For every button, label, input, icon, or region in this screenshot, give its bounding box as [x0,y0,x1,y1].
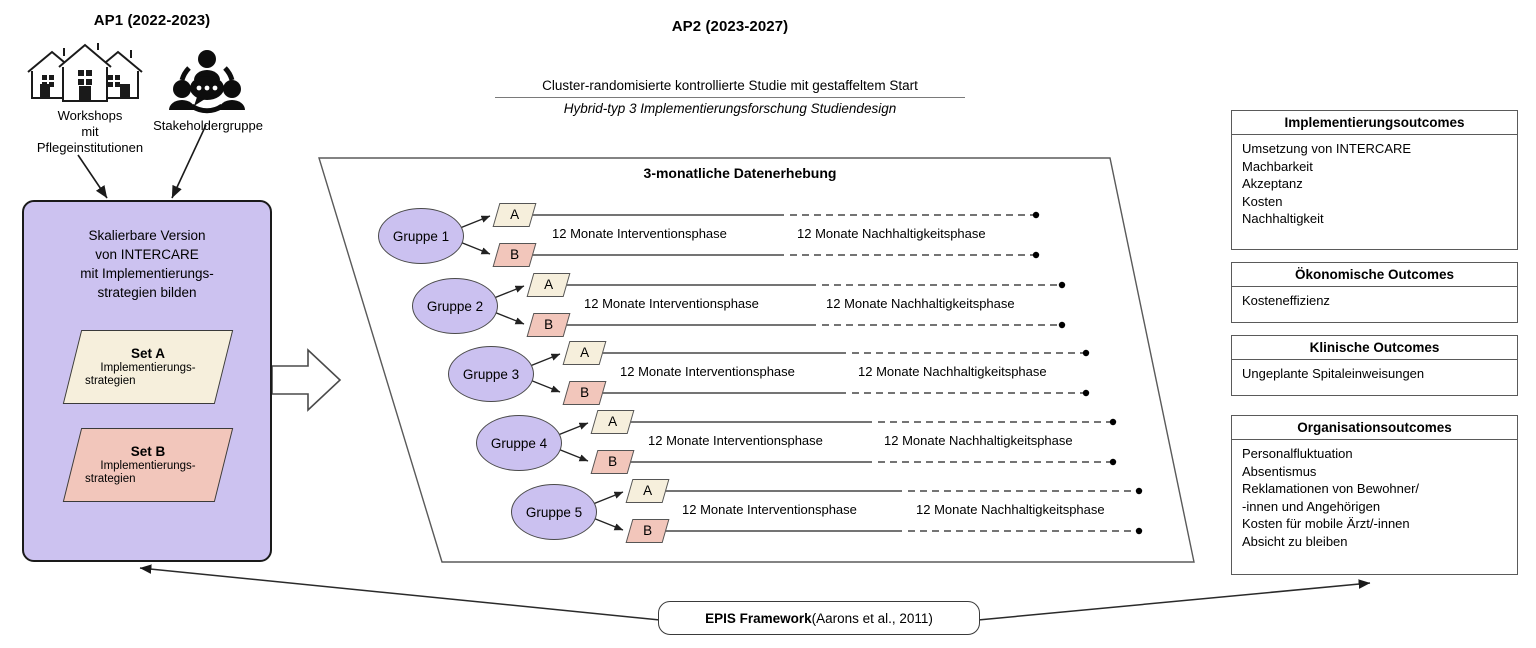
group-ellipse-2[interactable]: Gruppe 2 [412,278,498,334]
ap2-subtitle-hybrid: Hybrid-typ 3 Implementierungsforschung S… [563,101,897,116]
epis-framework-pill[interactable]: EPIS Framework (Aarons et al., 2011) [658,601,980,635]
ap1-title: AP1 (2022-2023) [93,12,211,29]
sustainability-phase-label-5: 12 Monate Nachhaltigkeitsphase [916,502,1105,517]
arm-a-label-1: A [509,207,519,223]
data-collection-title: 3-monatliche Datenerhebung [643,165,837,181]
group-ellipse-4[interactable]: Gruppe 4 [476,415,562,471]
scalable-intercare-text: Skalierbare Version von INTERCARE mit Im… [24,202,270,302]
group-label-2: Gruppe 2 [426,298,484,314]
subtitle-divider [495,97,965,98]
outcome-item: Ungeplante Spitaleinweisungen [1242,366,1425,381]
outcome-item: Absicht zu bleiben [1242,533,1348,549]
outcome-item: Umsetzung von INTERCARE [1242,141,1412,156]
sustainability-phase-label-4: 12 Monate Nachhaltigkeitsphase [884,433,1073,448]
arm-b-label-3: B [579,385,589,401]
outcome-box-organisation[interactable]: Organisationsoutcomes Personalfluktuatio… [1231,415,1518,575]
workshops-label-line-1: Workshops [57,108,123,123]
arm-b-marker-5[interactable]: B [625,519,670,543]
outcome-heading-organisation: Organisationsoutcomes [1232,416,1517,440]
outcome-item: Kosteneffizienz [1242,293,1330,308]
intervention-phase-label-3: 12 Monate Interventionsphase [620,364,795,379]
arm-b-marker-3[interactable]: B [562,381,607,405]
group-ellipse-1[interactable]: Gruppe 1 [378,208,464,264]
outcome-item: Akzeptanz [1242,176,1303,191]
arm-a-marker-2[interactable]: A [526,273,571,297]
group-ellipse-3[interactable]: Gruppe 3 [448,346,534,402]
outcome-box-economic[interactable]: Ökonomische Outcomes Kosteneffizienz [1231,262,1518,323]
outcome-heading-economic: Ökonomische Outcomes [1232,263,1517,287]
group-label-3: Gruppe 3 [462,366,520,382]
intervention-phase-label-5: 12 Monate Interventionsphase [682,502,857,517]
sustainability-phase-label-2: 12 Monate Nachhaltigkeitsphase [826,296,1015,311]
box-line-1: Skalierbare Version [88,228,206,243]
arm-a-label-4: A [607,414,617,430]
set-b-title: Set B [130,444,166,459]
arm-a-marker-5[interactable]: A [625,479,670,503]
outcome-list-clinical: Ungeplante Spitaleinweisungen [1232,360,1517,388]
outcome-item: Reklamationen von Bewohner/ [1242,481,1420,496]
flow-arrow-right [271,348,342,412]
arm-b-label-2: B [543,317,553,333]
outcome-item: Absentismus [1242,463,1317,479]
ap2-title: AP2 (2023-2027) [671,18,789,35]
set-a-title: Set A [130,346,165,361]
outcome-item: -innen und Angehörigen [1242,498,1381,514]
intervention-phase-label-1: 12 Monate Interventionsphase [552,226,727,241]
set-b-sub-1: Implementierungs- [100,460,196,472]
ap2-subtitle-design: Cluster-randomisierte kontrollierte Stud… [542,78,918,93]
outcome-box-clinical[interactable]: Klinische Outcomes Ungeplante Spitaleinw… [1231,335,1518,396]
arm-b-label-4: B [607,454,617,470]
stakeholder-group-icon [169,50,245,114]
box-line-2: von INTERCARE [95,247,199,262]
box-line-3: mit Implementierungs- [80,266,214,281]
workshops-label-line-3: Pflegeinstitutionen [36,140,144,155]
set-b-parallelogram[interactable]: Set B Implementierungs- strategien [62,428,234,502]
sustainability-phase-label-1: 12 Monate Nachhaltigkeitsphase [797,226,986,241]
outcome-item: Personalfluktuation [1242,446,1353,461]
houses-icon-details [40,70,130,101]
outcome-item: Kosten für mobile Ärzt/-innen [1242,516,1410,531]
arm-a-marker-3[interactable]: A [562,341,607,365]
outcome-list-economic: Kosteneffizienz [1232,287,1517,315]
set-a-parallelogram[interactable]: Set A Implementierungs- strategien [62,330,234,404]
outcome-heading-implementation: Implementierungsoutcomes [1232,111,1517,135]
arm-a-label-3: A [579,345,589,361]
intervention-phase-label-2: 12 Monate Interventionsphase [584,296,759,311]
intervention-phase-label-4: 12 Monate Interventionsphase [648,433,823,448]
arm-b-label-1: B [509,247,519,263]
outcome-item: Nachhaltigkeit [1242,211,1324,226]
outcome-item: Kosten [1242,193,1283,209]
group-label-4: Gruppe 4 [490,435,548,451]
group-label-5: Gruppe 5 [525,504,583,520]
group-label-1: Gruppe 1 [392,228,450,244]
outcome-list-implementation: Umsetzung von INTERCARE Machbarkeit Akze… [1232,135,1517,233]
group-ellipse-5[interactable]: Gruppe 5 [511,484,597,540]
outcome-item: Machbarkeit [1242,158,1313,174]
arm-b-marker-4[interactable]: B [590,450,635,474]
set-b-sub-2: strategien [85,473,136,485]
outcome-list-organisation: Personalfluktuation Absentismus Reklamat… [1232,440,1517,555]
arm-a-label-2: A [543,277,553,293]
outcome-box-implementation[interactable]: Implementierungsoutcomes Umsetzung von I… [1231,110,1518,250]
set-a-sub-2: strategien [85,375,136,387]
workshops-label-line-2: mit [81,124,99,139]
epis-framework-bold: EPIS Framework [705,610,812,626]
set-a-sub-1: Implementierungs- [100,362,196,374]
epis-framework-citation: (Aarons et al., 2011) [811,610,933,626]
stakeholder-label: Stakeholdergruppe [153,118,263,133]
outcome-heading-clinical: Klinische Outcomes [1232,336,1517,360]
arm-b-label-5: B [642,523,652,539]
arm-a-marker-1[interactable]: A [492,203,537,227]
arm-b-marker-2[interactable]: B [526,313,571,337]
arm-a-label-5: A [642,483,652,499]
workshops-label: Workshops mit Pflegeinstitutionen [10,108,170,156]
box-line-4: strategien bilden [97,285,197,300]
scalable-intercare-box[interactable]: Skalierbare Version von INTERCARE mit Im… [22,200,272,562]
houses-icon [27,43,143,102]
sustainability-phase-label-3: 12 Monate Nachhaltigkeitsphase [858,364,1047,379]
arm-a-marker-4[interactable]: A [590,410,635,434]
arm-b-marker-1[interactable]: B [492,243,537,267]
